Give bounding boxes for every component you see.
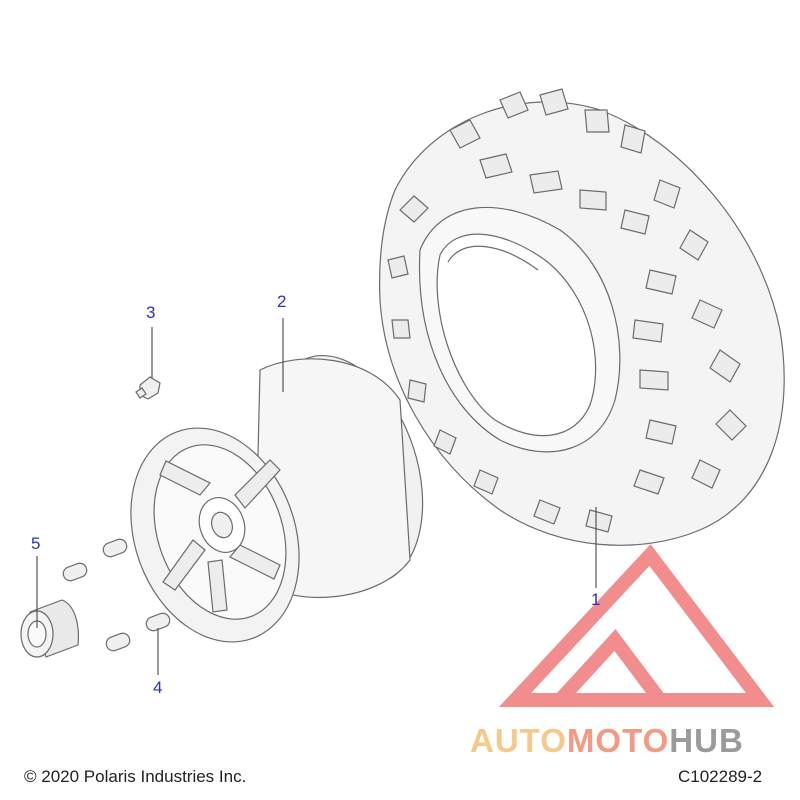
- callout-4: 4: [153, 678, 163, 697]
- callout-2: 2: [277, 292, 287, 311]
- automotohub-logo: [498, 544, 775, 707]
- wordmark-hub: HUB: [669, 722, 744, 759]
- tire: [379, 88, 785, 546]
- callout-3: 3: [146, 303, 156, 322]
- wordmark-moto: MOTO: [566, 722, 670, 759]
- copyright-text: © 2020 Polaris Industries Inc.: [24, 767, 247, 786]
- lug-nuts: [62, 538, 171, 652]
- drawing-id: C102289-2: [678, 767, 763, 786]
- automotohub-wordmark: AUTOMOTOHUB: [470, 722, 744, 760]
- callout-1: 1: [591, 590, 601, 609]
- wordmark-auto: AUTO: [470, 722, 567, 759]
- center-cap: [20, 599, 80, 658]
- wheel-rim: [130, 354, 424, 643]
- callout-5: 5: [31, 534, 41, 553]
- leader-lines: [36, 318, 597, 675]
- valve-stem: [135, 376, 161, 400]
